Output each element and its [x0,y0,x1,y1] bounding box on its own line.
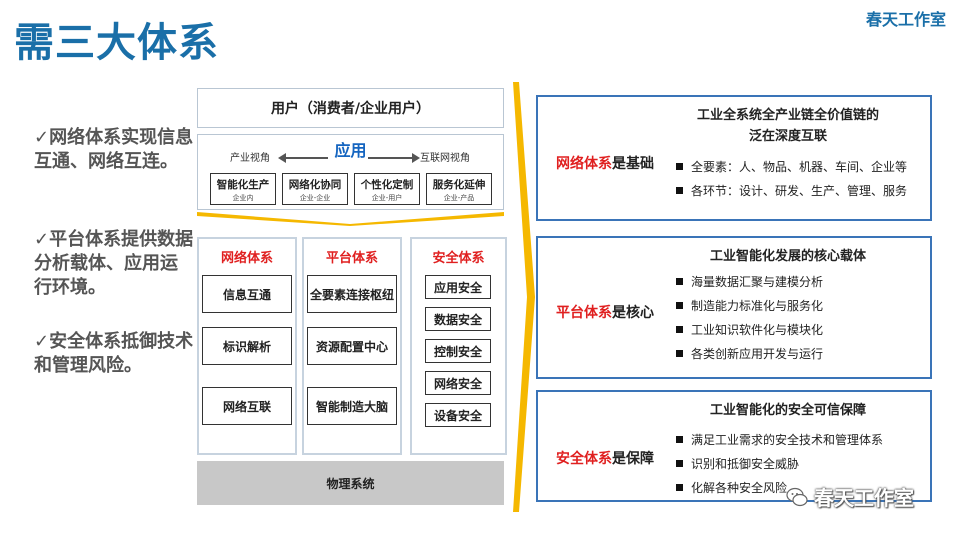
list-item: 制造能力标准化与服务化 [676,294,823,318]
arrow-head-right-icon [412,153,420,163]
list-item: 全要素：人、物品、机器、车间、企业等 [676,155,907,179]
app-item: 服务化延伸 企业-产品 [426,173,492,205]
panel-list: 满足工业需求的安全技术和管理体系 识别和抵御安全威胁 化解各种安全风险 [676,428,883,500]
column-title: 平台体系 [325,251,378,266]
right-arrow-icon [368,157,414,159]
app-item: 智能化生产 企业内 [210,173,276,205]
panel-label: 平台体系是核心 [556,305,654,321]
bullet-text: 平台体系提供数据分析载体、应用运行环境。 [34,229,194,298]
square-bullet-icon [676,460,683,467]
column-item: 控制安全 [425,339,491,363]
bullet-security: ✓安全体系抵御技术和管理风险。 [34,330,194,378]
panel-list: 海量数据汇聚与建模分析 制造能力标准化与服务化 工业知识软件化与模块化 各类创新… [676,270,823,366]
column-item: 标识解析 [202,327,292,365]
square-bullet-icon [676,436,683,443]
column-item: 设备安全 [425,403,491,427]
network-panel: 网络体系是基础 工业全系统全产业链全价值链的 泛在深度互联 全要素：人、物品、机… [536,95,932,221]
separator-arrow-icon [513,82,535,512]
panel-label: 网络体系是基础 [556,156,654,172]
security-column: 安全体系 应用安全 数据安全 控制安全 网络安全 设备安全 [410,237,507,455]
wechat-icon [786,487,808,506]
app-item: 个性化定制 企业-用户 [354,173,420,205]
list-item: 各环节：设计、研发、生产、管理、服务 [676,179,907,203]
panel-label: 安全体系是保障 [556,451,654,467]
panel-heading: 工业智能化发展的核心载体 [709,249,866,264]
square-bullet-icon [676,163,683,170]
application-title: 应用 [334,141,367,160]
panel-heading: 工业全系统全产业链全价值链的 泛在深度互联 [696,108,879,144]
square-bullet-icon [676,326,683,333]
list-item: 各类创新应用开发与运行 [676,342,823,366]
chevron-divider-icon [197,212,504,226]
square-bullet-icon [676,484,683,491]
network-column: 网络体系 信息互通 标识解析 网络互联 [197,237,297,455]
panel-heading: 工业智能化的安全可信保障 [709,403,866,418]
bullet-platform: ✓平台体系提供数据分析载体、应用运行环境。 [34,228,194,300]
column-title: 网络体系 [220,251,273,266]
square-bullet-icon [676,350,683,357]
internet-view-label: 互联网视角 [420,153,470,164]
column-item: 网络安全 [425,371,491,395]
app-item: 网络化协同 企业-企业 [282,173,348,205]
application-layer: 应用 产业视角 互联网视角 智能化生产 企业内 网络化协同 企业-企业 个性化定… [197,134,504,210]
panel-list: 全要素：人、物品、机器、车间、企业等 各环节：设计、研发、生产、管理、服务 [676,155,907,203]
square-bullet-icon [676,278,683,285]
list-item: 化解各种安全风险 [676,476,883,500]
list-item: 识别和抵御安全威胁 [676,452,883,476]
check-icon: ✓ [34,127,50,148]
check-icon: ✓ [34,229,50,250]
column-item: 资源配置中心 [307,327,397,365]
square-bullet-icon [676,302,683,309]
physical-system-layer: 物理系统 [197,461,504,505]
column-item: 网络互联 [202,387,292,425]
square-bullet-icon [676,187,683,194]
column-item: 应用安全 [425,275,491,299]
check-icon: ✓ [34,331,50,352]
arrow-head-left-icon [278,153,286,163]
security-panel: 安全体系是保障 工业智能化的安全可信保障 满足工业需求的安全技术和管理体系 识别… [536,390,932,502]
page-title: 需三大体系 [14,20,219,66]
list-item: 满足工业需求的安全技术和管理体系 [676,428,883,452]
left-arrow-icon [280,157,328,159]
bullet-text: 安全体系抵御技术和管理风险。 [34,331,194,376]
column-item: 智能制造大脑 [307,387,397,425]
column-item: 全要素连接枢纽 [307,275,397,313]
column-title: 安全体系 [432,251,485,266]
watermark: 春天工作室 [786,482,914,511]
column-item: 数据安全 [425,307,491,331]
platform-column: 平台体系 全要素连接枢纽 资源配置中心 智能制造大脑 [302,237,402,455]
column-item: 信息互通 [202,275,292,313]
industry-view-label: 产业视角 [230,153,270,164]
platform-panel: 平台体系是核心 工业智能化发展的核心载体 海量数据汇聚与建模分析 制造能力标准化… [536,236,932,379]
user-layer: 用户（消费者/企业用户） [197,88,504,128]
bullet-network: ✓网络体系实现信息互通、网络互连。 [34,126,194,174]
bullet-text: 网络体系实现信息互通、网络互连。 [34,127,194,172]
list-item: 海量数据汇聚与建模分析 [676,270,823,294]
list-item: 工业知识软件化与模块化 [676,318,823,342]
brand-label: 春天工作室 [865,10,946,29]
